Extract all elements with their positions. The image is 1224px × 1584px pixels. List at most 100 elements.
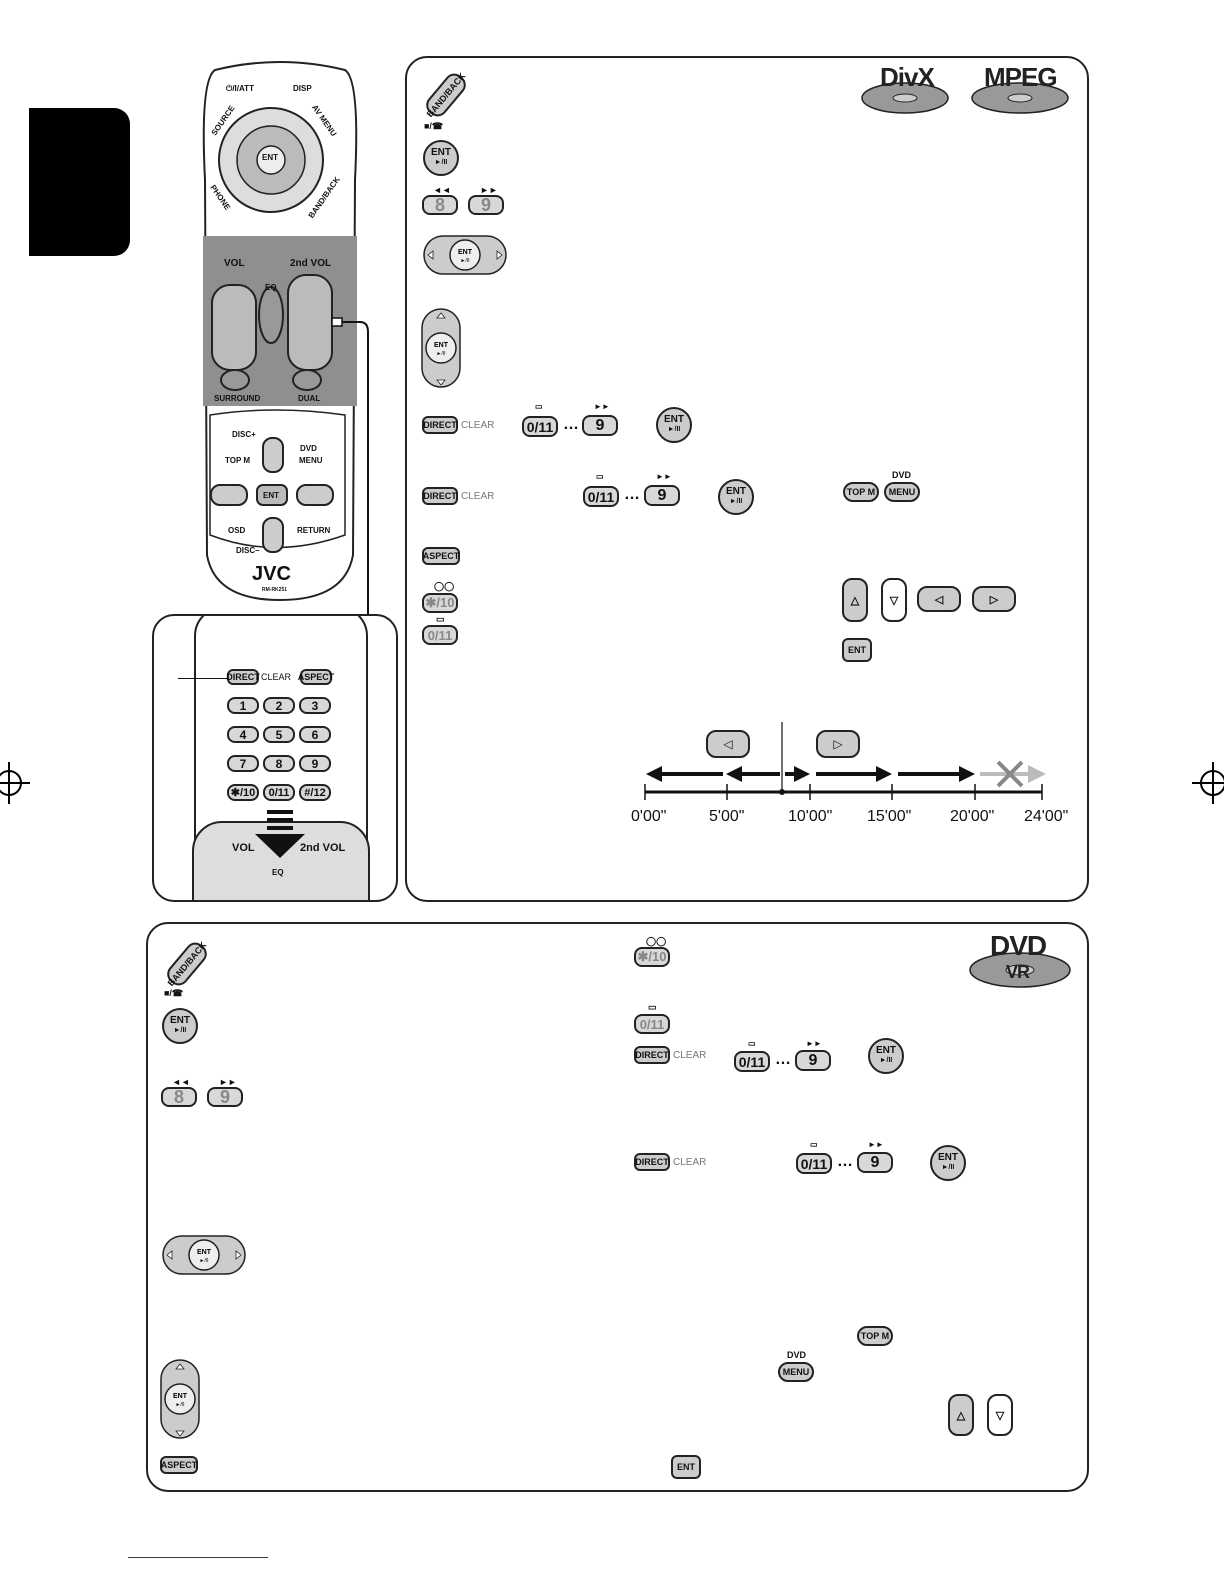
upper-ent-button-1[interactable]: ENT►/II [656, 407, 692, 443]
remote-disp-label: DISP [293, 84, 312, 93]
lower-ent-play-button[interactable]: ENT►/II [162, 1008, 198, 1044]
keypad-key-10[interactable]: ✱/10 [227, 784, 259, 801]
svg-text:►/II: ►/II [199, 1258, 208, 1264]
upper-up-down-control-icon[interactable]: ENT ►/II [420, 305, 462, 391]
lower-up-down-control-icon[interactable]: ENT ►/II [159, 1356, 201, 1442]
upper-direct-button-1[interactable]: DIRECT [422, 416, 458, 434]
lower-ent-button-2[interactable]: ENT►/II [930, 1145, 966, 1181]
upper-ent-small-button[interactable]: ENT [842, 638, 872, 662]
callout-connector [331, 317, 369, 615]
upper-down-button[interactable]: ▽ [881, 578, 907, 622]
vr-disc-label: VR [1006, 962, 1030, 982]
upper-key-9-2[interactable]: 9 [644, 485, 680, 506]
upper-left-button[interactable]: ◁ [917, 586, 961, 612]
upper-key-0-3[interactable]: 0/11 [422, 625, 458, 645]
fast-forward-icon-1: ►► [594, 402, 610, 411]
timeline-label-20: 20'00" [950, 808, 995, 825]
right-arrow-icon: ▷ [989, 593, 999, 606]
upper-key-10[interactable]: ✱/10 [422, 593, 458, 613]
keypad-key-9[interactable]: 9 [299, 755, 331, 772]
keypad-key-7[interactable]: 7 [227, 755, 259, 772]
upper-key-0-1[interactable]: 0/11 [522, 416, 558, 437]
lower-direct-button-1[interactable]: DIRECT [634, 1046, 670, 1064]
remote-disc-plus-label: DISC+ [232, 430, 256, 439]
keypad-key-4[interactable]: 4 [227, 726, 259, 743]
lower-aspect-button[interactable]: ASPECT [160, 1456, 198, 1474]
fast-forward-icon-2: ►► [656, 472, 672, 481]
timeline-right-button[interactable]: ▷ [816, 730, 860, 758]
lower-down-button[interactable]: ▽ [987, 1394, 1013, 1436]
play-pause-icon: ►/II [434, 159, 448, 166]
upper-topm-button[interactable]: TOP M [843, 482, 879, 502]
lower-fast-forward-icon-1: ►► [806, 1039, 822, 1048]
lower-menu-button[interactable]: MENU [778, 1362, 814, 1382]
upper-direct-button-2[interactable]: DIRECT [422, 487, 458, 505]
lower-key-0-2[interactable]: 0/11 [734, 1051, 770, 1072]
keypad-aspect-button[interactable]: ASPECT [298, 669, 334, 685]
up-arrow-icon: △ [850, 594, 860, 607]
timeline-label-24: 24'00" [1024, 808, 1069, 825]
keypad-key-11[interactable]: 0/11 [263, 784, 295, 801]
lower-subtitle-icon-1: ▭ [648, 1002, 657, 1012]
timeline-label-10: 10'00" [788, 808, 833, 825]
upper-up-button[interactable]: △ [842, 578, 868, 622]
lower-left-right-control-icon[interactable]: ENT ►/II [159, 1234, 249, 1276]
keypad-key-1[interactable]: 1 [227, 697, 259, 714]
lower-key-9[interactable]: 9 [207, 1087, 243, 1107]
upper-key-0-2[interactable]: 0/11 [583, 486, 619, 507]
lower-key-9-1[interactable]: 9 [795, 1050, 831, 1071]
lower-fast-forward-icon-2: ►► [868, 1140, 884, 1149]
lower-ent-button-1[interactable]: ENT►/II [868, 1038, 904, 1074]
svg-text:►/II: ►/II [460, 258, 469, 264]
upper-key-9-1[interactable]: 9 [582, 415, 618, 436]
upper-key-9[interactable]: 9 [468, 195, 504, 215]
svg-text:ENT: ENT [434, 342, 449, 349]
language-tab [29, 108, 130, 256]
lower-up-button[interactable]: △ [948, 1394, 974, 1436]
upper-left-right-control-icon[interactable]: ENT ►/II [420, 234, 510, 276]
audio-icon: ◯◯ [434, 581, 455, 591]
upper-ent-label: ENT [431, 147, 451, 158]
lower-fast-forward-icon: ►► [219, 1077, 237, 1087]
upper-aspect-button[interactable]: ASPECT [422, 547, 460, 565]
keypad-key-12[interactable]: #/12 [299, 784, 331, 801]
lower-key-8[interactable]: 8 [161, 1087, 197, 1107]
keypad-key-2[interactable]: 2 [263, 697, 295, 714]
subtitle-icon-3: ▭ [436, 614, 445, 624]
svg-text:ENT: ENT [173, 1393, 188, 1400]
keypad-direct-button[interactable]: DIRECT [226, 669, 260, 685]
keypad-key-5[interactable]: 5 [263, 726, 295, 743]
dvd-vr-disc-icon [969, 952, 1071, 988]
upper-ent-button-2[interactable]: ENT►/II [718, 479, 754, 515]
upper-key-8[interactable]: 8 [422, 195, 458, 215]
range-ellipsis-2: … [624, 486, 640, 503]
timeline-left-button[interactable]: ◁ [706, 730, 750, 758]
lower-audio-icon: ◯◯ [646, 936, 667, 946]
lower-key-9-2[interactable]: 9 [857, 1152, 893, 1173]
subtitle-icon-2: ▭ [596, 472, 604, 481]
lower-topm-button[interactable]: TOP M [857, 1326, 893, 1346]
lower-direct-button-2[interactable]: DIRECT [634, 1153, 670, 1171]
fast-forward-icon: ►► [480, 185, 498, 195]
upper-ent-play-button[interactable]: ENT►/II [423, 140, 459, 176]
upper-ent-label-1: ENT [664, 414, 684, 425]
upper-menu-button[interactable]: MENU [884, 482, 920, 502]
upper-ent-label-2: ENT [726, 486, 746, 497]
lower-range-ellipsis-1: … [775, 1051, 791, 1068]
keypad-key-6[interactable]: 6 [299, 726, 331, 743]
lower-key-0-3[interactable]: 0/11 [796, 1153, 832, 1174]
lower-key-10[interactable]: ✱/10 [634, 947, 670, 967]
keypad-key-8[interactable]: 8 [263, 755, 295, 772]
remote-dvd-label: DVD [300, 444, 317, 453]
keypad-key-3[interactable]: 3 [299, 697, 331, 714]
range-ellipsis-1: … [563, 416, 579, 433]
registration-mark-right [1192, 762, 1224, 804]
mpeg-disc-label: MPEG [984, 62, 1058, 92]
upper-right-button[interactable]: ▷ [972, 586, 1016, 612]
lower-key-0-1[interactable]: 0/11 [634, 1014, 670, 1034]
lower-dvd-label: DVD [787, 1350, 807, 1360]
lower-ent-small-button[interactable]: ENT [671, 1455, 701, 1479]
footer-line [128, 1557, 268, 1558]
lower-play-pause-icon-2: ►/II [941, 1164, 955, 1171]
direct-pointer-line [178, 678, 228, 679]
